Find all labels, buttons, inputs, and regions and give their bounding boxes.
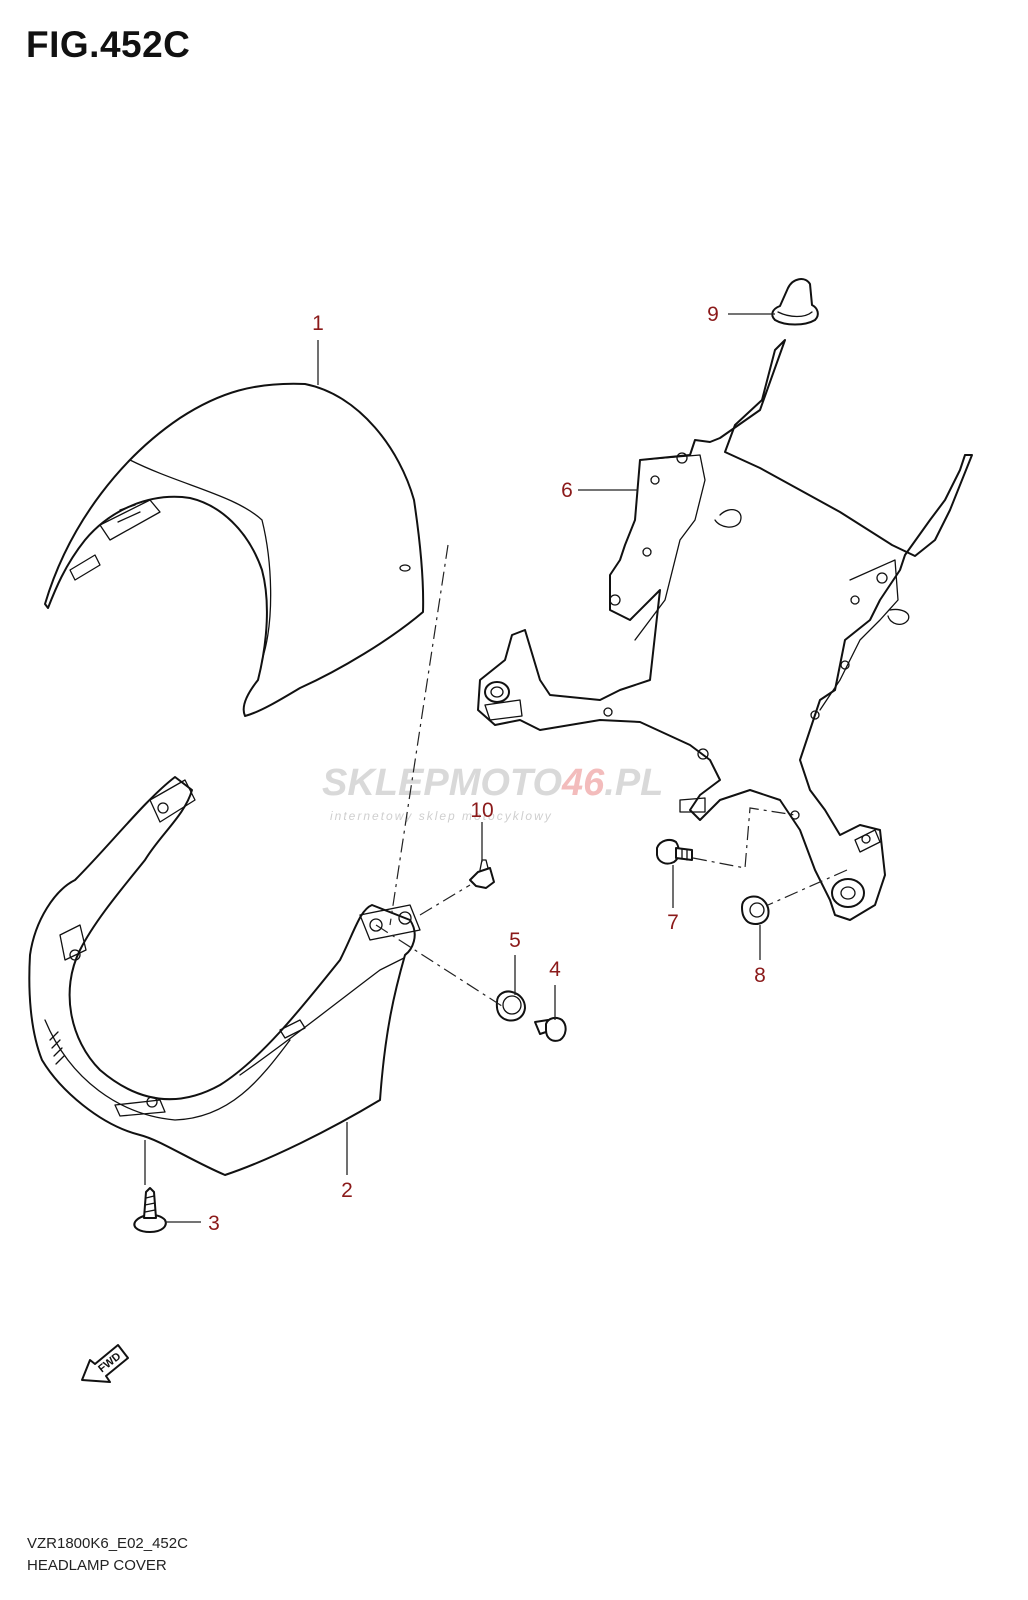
- callout-4: 4: [549, 958, 561, 981]
- watermark-brand-b: MOTO: [449, 762, 562, 804]
- part-2-lower-cover: [28, 776, 421, 1176]
- callout-2: 2: [341, 1179, 353, 1202]
- watermark-brand-c: 46: [561, 762, 605, 804]
- figure-code: VZR1800K6_E02_452C: [27, 1535, 188, 1552]
- figure-footer: VZR1800K6_E02_452C HEADLAMP COVER: [27, 1533, 188, 1577]
- callout-leaders: [144, 313, 775, 1223]
- part-4-bolt: [534, 1016, 567, 1042]
- callout-6: 6: [561, 479, 573, 502]
- callout-8: 8: [754, 964, 766, 987]
- part-10-clip: [469, 859, 495, 889]
- part-1-upper-cover: [44, 382, 425, 717]
- watermark-brand-a: SKLEP: [322, 762, 449, 804]
- part-9-rubber-cap: [771, 278, 819, 326]
- svg-text:SKLEPMOTO46.PL: SKLEPMOTO46.PL: [322, 762, 663, 804]
- callout-5: 5: [509, 929, 521, 952]
- part-8-collar: [741, 895, 770, 925]
- part-3-screw: [133, 1187, 167, 1233]
- watermark: SKLEPMOTO46.PL internetowy sklep motocyk…: [322, 762, 663, 823]
- callout-9: 9: [707, 303, 719, 326]
- callout-3: 3: [208, 1212, 220, 1235]
- watermark-brand-d: .PL: [604, 762, 663, 804]
- part-7-bolt: [656, 839, 693, 865]
- callout-1: 1: [312, 312, 324, 335]
- part-5-grommet: [495, 990, 526, 1022]
- assembly-lines: [375, 544, 848, 1009]
- figure-title: FIG.452C: [26, 24, 191, 65]
- callout-numbers: 1 2 3 4 5 6 7 8 9 10: [208, 303, 766, 1235]
- callout-7: 7: [667, 911, 679, 934]
- forward-direction-marker: FWD: [81, 1344, 129, 1383]
- figure-name: HEADLAMP COVER: [27, 1557, 167, 1574]
- part-6-bracket-frame: [477, 339, 973, 921]
- watermark-tagline: internetowy sklep motocyklowy: [330, 809, 553, 823]
- callout-10: 10: [470, 799, 493, 822]
